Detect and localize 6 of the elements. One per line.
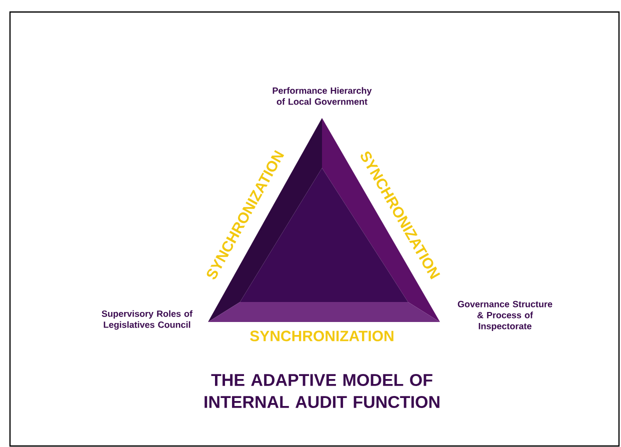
title: THE ADAPTIVE MODEL OF INTERNAL AUDIT FUNCTION <box>204 374 440 408</box>
corner-label: Governance Structure & Process of Inspectorate <box>458 300 552 332</box>
triangle-drawing <box>208 118 440 322</box>
side-label: SYNCHRONIZATION <box>250 330 394 342</box>
corner-label: Performance Hierarchy of Local Government <box>272 87 372 105</box>
corner-label: Supervisory Roles of Legislatives Council <box>102 310 193 330</box>
